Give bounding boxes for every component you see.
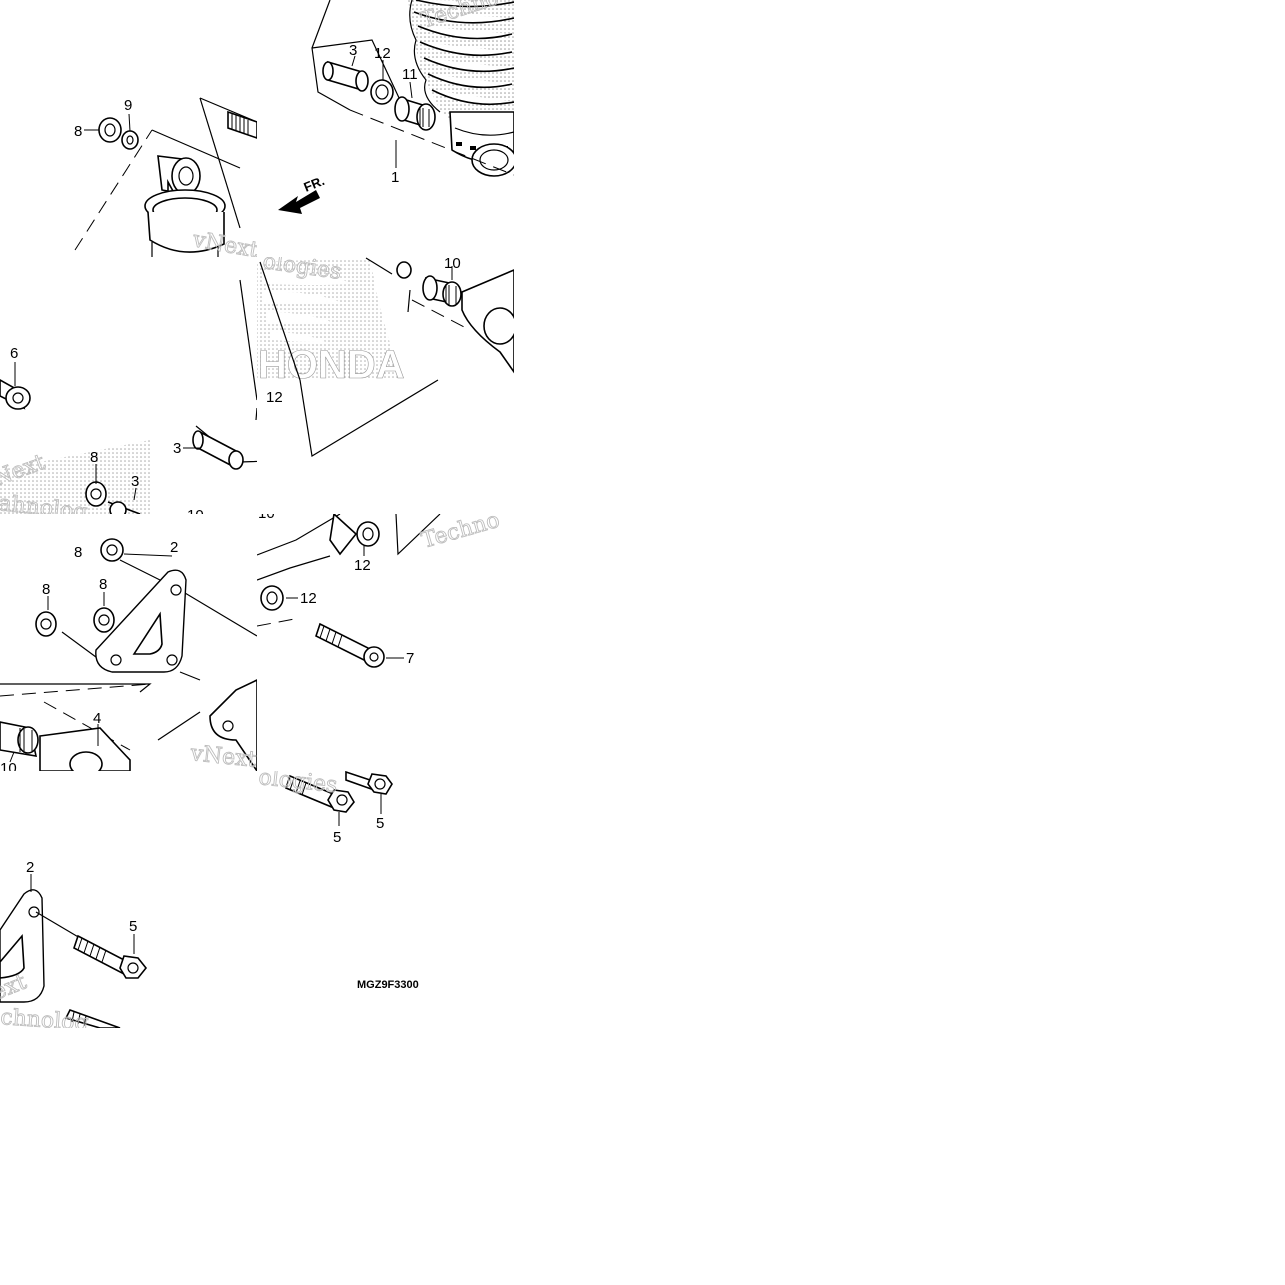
needle-bearing-part-11 [394, 96, 436, 131]
needle-bearing-part-10-upper [422, 275, 462, 307]
callout-2-lower: 2 [26, 859, 34, 876]
callout-8-bracket-top: 8 [74, 544, 82, 561]
tile-spring-upper: FR. 3 12 11 1 Techno [278, 0, 514, 214]
bolt-part-5-a [285, 774, 355, 813]
collar-part-3-mid [192, 430, 244, 470]
bracket-part-2-lower [0, 889, 45, 1003]
callout-3-mid: 3 [173, 440, 181, 457]
collar-part-3 [322, 60, 369, 92]
washer-part-9 [121, 130, 139, 150]
callout-5-a: 5 [333, 829, 341, 846]
callout-6: 6 [10, 345, 18, 362]
dust-seal-part-12-mid [262, 422, 282, 446]
tile-collar-left: 6 3 8 3 10 Next ahnolog [0, 279, 282, 524]
callout-12-right: 12 [354, 557, 371, 574]
nut-part-8-c [93, 607, 115, 633]
dust-seal-part-12 [370, 79, 394, 105]
callout-5-b: 5 [376, 815, 384, 832]
callout-10-edge: 10 [258, 505, 275, 522]
callout-12-mid: 12 [266, 389, 283, 406]
needle-bearing-part-10-lower [0, 721, 39, 757]
nut-part-8-a [100, 538, 124, 562]
callout-7: 7 [406, 650, 414, 667]
shock-lower-eye [471, 143, 514, 177]
tile-bracket: 8 2 8 8 4 10 vNext Tec [0, 538, 257, 777]
link-part-4 [39, 727, 131, 771]
shock-upper-eye [144, 155, 226, 257]
callout-10-upper: 10 [444, 255, 461, 272]
callout-2-upper: 2 [170, 539, 178, 556]
callout-8-mid: 8 [90, 449, 98, 466]
nut-part-6 [0, 379, 31, 410]
watermark-techno-mid: Techno [419, 508, 503, 554]
watermark-chnolog: chnolog [0, 1005, 89, 1036]
nut-part-8-top [98, 117, 122, 143]
tile-bolts: 5 5 MGZ9F3300 ologies [257, 765, 419, 991]
watermark-ologies-lower: ologies [257, 765, 338, 798]
callout-11: 11 [402, 66, 418, 83]
callout-8-top: 8 [74, 123, 82, 140]
callout-8-bracket-left: 8 [42, 581, 50, 598]
tile-link-seals: 12 12 7 10 Techno [257, 505, 503, 668]
callout-5-c: 5 [129, 918, 137, 935]
callout-1: 1 [391, 169, 399, 186]
callout-8-bracket-mid: 8 [99, 576, 107, 593]
callout-9: 9 [124, 97, 132, 114]
callout-10-lower: 10 [0, 760, 17, 777]
callout-12-upper: 12 [374, 45, 391, 62]
bracket-part-2-upper [95, 569, 187, 673]
callout-10-partial: 10 [187, 507, 204, 524]
dust-seal-part-12-left [260, 585, 284, 611]
tile-brand-mark: HONDA 10 ologies [257, 255, 514, 457]
diagram-part-code: MGZ9F3300 [357, 979, 419, 991]
bolt-part-5-b [345, 771, 393, 795]
callout-3-upper: 3 [349, 42, 357, 59]
callout-12-left: 12 [300, 590, 317, 607]
nut-part-8-b [35, 611, 57, 637]
callout-4: 4 [93, 710, 101, 727]
tile-shock-upper-mount: 8 9 vNext Te [74, 97, 257, 257]
bolt-part-5-c [73, 934, 148, 979]
honda-watermark: HONDA [258, 343, 405, 387]
callout-3-lower: 3 [131, 473, 139, 490]
bolt-part-7 [315, 622, 385, 668]
shock-spring [409, 0, 514, 113]
tile-bracket-lower: 2 5 ext chnolog [0, 859, 148, 1036]
nut-part-8-mid [85, 481, 107, 507]
dust-seal-part-12-right [356, 521, 380, 547]
direction-label: FR. [302, 173, 327, 195]
front-direction-arrow: FR. [278, 173, 327, 214]
